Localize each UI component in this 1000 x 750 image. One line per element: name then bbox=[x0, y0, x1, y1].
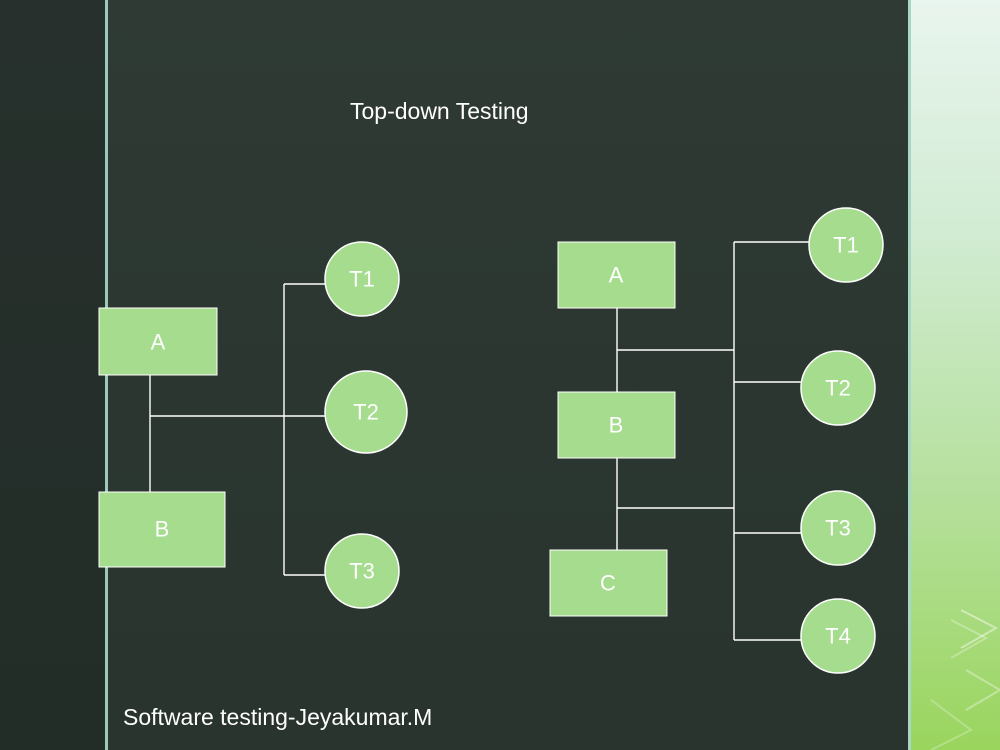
right-accent-rule bbox=[908, 0, 911, 750]
module-box-a: A bbox=[557, 241, 676, 309]
test-node-t4: T4 bbox=[800, 598, 876, 674]
test-node-t2: T2 bbox=[800, 350, 876, 426]
right-diagram-edges bbox=[616, 241, 810, 641]
test-label: T3 bbox=[825, 516, 851, 541]
test-label: T1 bbox=[833, 233, 859, 258]
module-box-a: A bbox=[98, 307, 218, 376]
test-label: T3 bbox=[349, 559, 375, 584]
module-box-b: B bbox=[557, 391, 676, 459]
module-label: A bbox=[151, 330, 166, 355]
test-node-t1: T1 bbox=[808, 207, 884, 283]
content-panel bbox=[108, 0, 910, 750]
right-diagram: A B C T1 T2 T3 bbox=[549, 207, 884, 674]
slide-title: Top-down Testing bbox=[350, 98, 529, 124]
test-label: T1 bbox=[349, 267, 375, 292]
module-label: C bbox=[600, 571, 616, 596]
module-label: A bbox=[609, 263, 624, 288]
test-node-t1: T1 bbox=[324, 241, 400, 317]
slide-footer: Software testing-Jeyakumar.M bbox=[123, 704, 433, 730]
decorative-chevrons bbox=[930, 609, 1000, 750]
test-node-t3: T3 bbox=[800, 490, 876, 566]
test-node-t2: T2 bbox=[324, 370, 408, 454]
module-box-c: C bbox=[549, 549, 668, 617]
test-label: T2 bbox=[825, 376, 851, 401]
test-node-t3: T3 bbox=[324, 533, 400, 609]
left-band bbox=[0, 0, 107, 750]
module-box-b: B bbox=[98, 491, 226, 568]
module-label: B bbox=[155, 517, 170, 542]
module-label: B bbox=[609, 413, 624, 438]
right-gradient-band bbox=[911, 0, 1000, 750]
test-label: T4 bbox=[825, 624, 851, 649]
test-label: T2 bbox=[353, 400, 379, 425]
left-diagram: A B T1 T2 T3 bbox=[98, 241, 408, 609]
left-diagram-edges bbox=[149, 283, 326, 576]
